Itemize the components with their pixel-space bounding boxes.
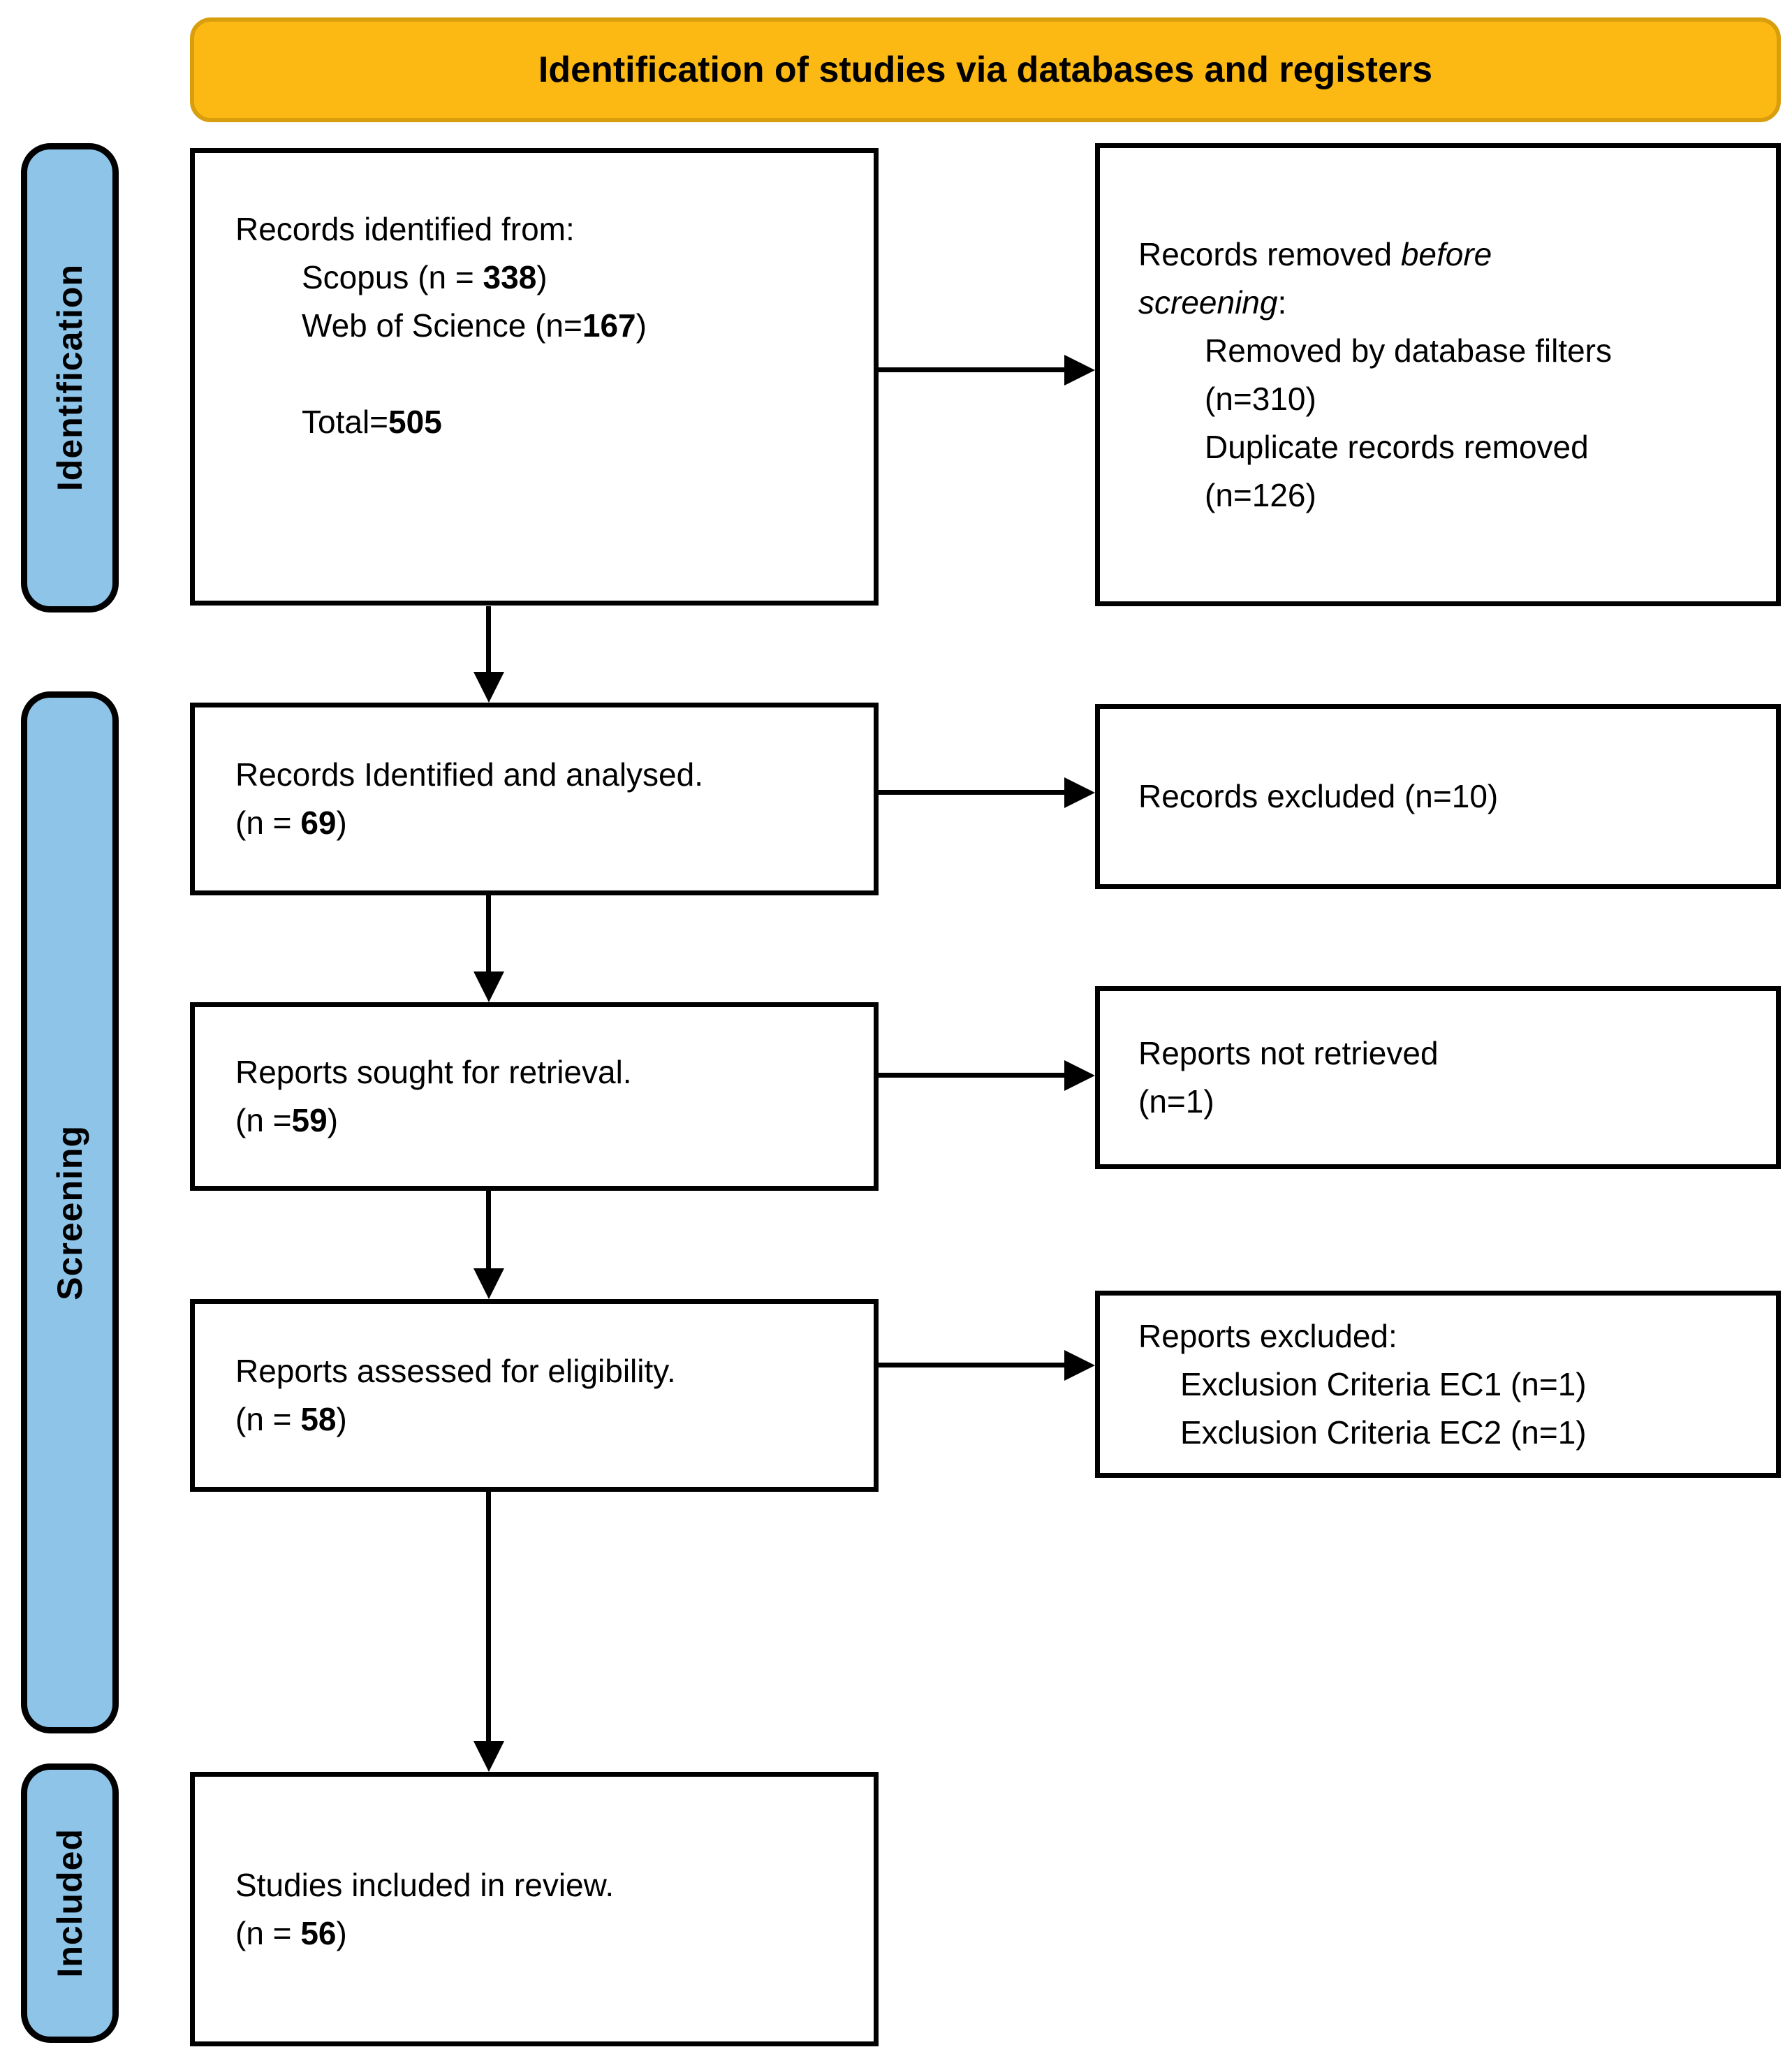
arrow-down-icon [473,971,504,1002]
reports-excluded-heading: Reports excluded: [1138,1317,1397,1354]
records-analysed-n: (n = 69) [235,805,347,841]
stage-label-screening: Screening [21,691,119,1733]
records-identified-total: Total=505 [302,404,442,440]
arrow-down-icon [473,1741,504,1772]
box-studies-included: Studies included in review. (n = 56) [190,1772,879,2046]
arrow-right-icon [1064,355,1095,386]
arrow-sought-to-assessed [473,1191,504,1299]
arrow-identified-to-analysed [473,606,504,703]
records-removed-item1-n: (n=310) [1205,380,1316,417]
arrow-right-icon [1064,1350,1095,1381]
arrow-right-icon [1064,777,1095,808]
reports-sought-text: Reports sought for retrieval. [235,1054,632,1090]
records-removed-heading-line2: screening: [1138,284,1287,321]
reports-excluded-item2: Exclusion Criteria EC2 (n=1) [1180,1414,1587,1451]
reports-not-retrieved-n: (n=1) [1138,1083,1214,1120]
box-reports-excluded: Reports excluded: Exclusion Criteria EC1… [1095,1291,1781,1478]
reports-excluded-item1: Exclusion Criteria EC1 (n=1) [1180,1365,1587,1402]
banner-title: Identification of studies via databases … [538,50,1433,90]
records-excluded-text: Records excluded (n=10) [1138,778,1499,814]
records-removed-item2-n: (n=126) [1205,476,1316,513]
arrow-line [486,1492,491,1741]
stage-label-included-text: Included [50,1828,89,1978]
arrow-right-icon [1064,1060,1095,1091]
stage-label-identification: Identification [21,143,119,613]
reports-sought-n: (n =59) [235,1102,339,1138]
arrow-line [879,1073,1064,1078]
arrow-line [879,1363,1064,1367]
reports-assessed-text: Reports assessed for eligibility. [235,1353,676,1389]
arrow-assessed-to-reports-excluded [879,1350,1095,1381]
arrow-line [486,606,491,672]
box-reports-sought: Reports sought for retrieval. (n =59) [190,1002,879,1191]
box-reports-not-retrieved: Reports not retrieved (n=1) [1095,986,1781,1169]
records-identified-heading: Records identified from: [235,211,575,247]
arrow-line [486,1191,491,1268]
stage-label-included: Included [21,1763,119,2043]
records-analysed-text: Records Identified and analysed. [235,756,703,793]
arrow-assessed-to-included [473,1492,504,1772]
box-records-excluded: Records excluded (n=10) [1095,704,1781,889]
arrow-identified-to-removed [879,355,1095,386]
records-removed-item1: Removed by database filters [1205,332,1612,369]
arrow-analysed-to-sought [473,895,504,1002]
banner: Identification of studies via databases … [190,17,1781,122]
box-records-identified: Records identified from: Scopus (n = 338… [190,148,879,606]
stage-label-identification-text: Identification [50,264,89,492]
studies-included-n: (n = 56) [235,1914,347,1951]
reports-not-retrieved-text: Reports not retrieved [1138,1035,1439,1071]
arrow-analysed-to-excluded [879,777,1095,808]
spacer-line [235,350,853,398]
arrow-line [486,895,491,971]
studies-included-text: Studies included in review. [235,1866,615,1903]
arrow-line [879,790,1064,795]
records-identified-scopus: Scopus (n = 338) [302,259,548,295]
arrow-down-icon [473,672,504,703]
records-removed-item2: Duplicate records removed [1205,428,1589,465]
arrow-sought-to-not-retrieved [879,1060,1095,1091]
reports-assessed-n: (n = 58) [235,1401,347,1437]
arrow-down-icon [473,1268,504,1299]
records-removed-heading-line1: Records removed before [1138,235,1492,272]
stage-label-screening-text: Screening [50,1124,89,1300]
arrow-line [879,367,1064,372]
box-reports-assessed: Reports assessed for eligibility. (n = 5… [190,1299,879,1492]
box-records-analysed: Records Identified and analysed. (n = 69… [190,703,879,895]
records-identified-wos: Web of Science (n=167) [302,307,647,344]
box-records-removed-before-screening: Records removed before screening: Remove… [1095,143,1781,606]
